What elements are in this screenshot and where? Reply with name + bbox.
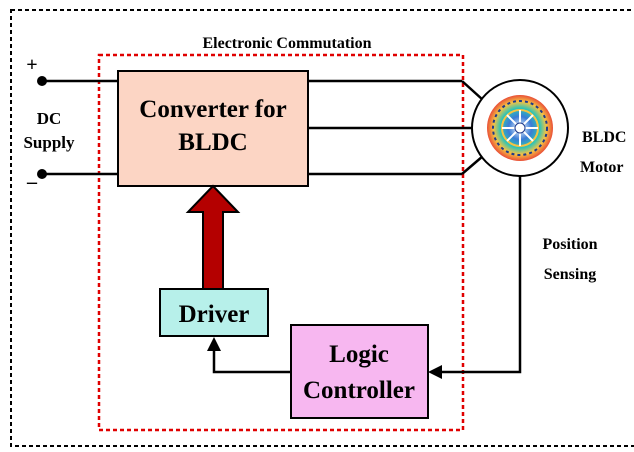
dc-label: DC <box>37 109 62 128</box>
sensing-label: Sensing <box>544 266 596 283</box>
converter-label-line1: Converter for <box>139 96 286 123</box>
bldc-label: BLDC <box>582 129 626 146</box>
outer-boundary <box>10 9 634 447</box>
driver-arrowhead <box>207 337 221 351</box>
driver-label: Driver <box>179 301 250 328</box>
logic-label-line1: Logic <box>329 341 389 368</box>
converter-label-line2: BLDC <box>178 129 247 156</box>
feedback-arrowhead <box>428 365 442 379</box>
motor-label: Motor <box>580 159 624 176</box>
position-sensing-wire <box>440 176 522 374</box>
electronic-commutation-boundary <box>97 53 465 432</box>
phase-wire-a-bend <box>461 80 484 101</box>
position-label: Position <box>542 236 597 253</box>
phase-wire-c-bend <box>461 155 484 175</box>
minus-sign: _ <box>26 164 38 186</box>
logic-label-line2: Controller <box>303 377 415 404</box>
plus-sign: + <box>26 54 37 76</box>
driver-to-converter-arrow <box>185 184 241 290</box>
electronic-commutation-label: Electronic Commutation <box>202 35 371 52</box>
supply-label: Supply <box>23 133 75 152</box>
motor-rotor-icon <box>487 95 553 161</box>
logic-to-driver-wire <box>212 350 291 374</box>
logic-controller-block <box>290 324 429 419</box>
